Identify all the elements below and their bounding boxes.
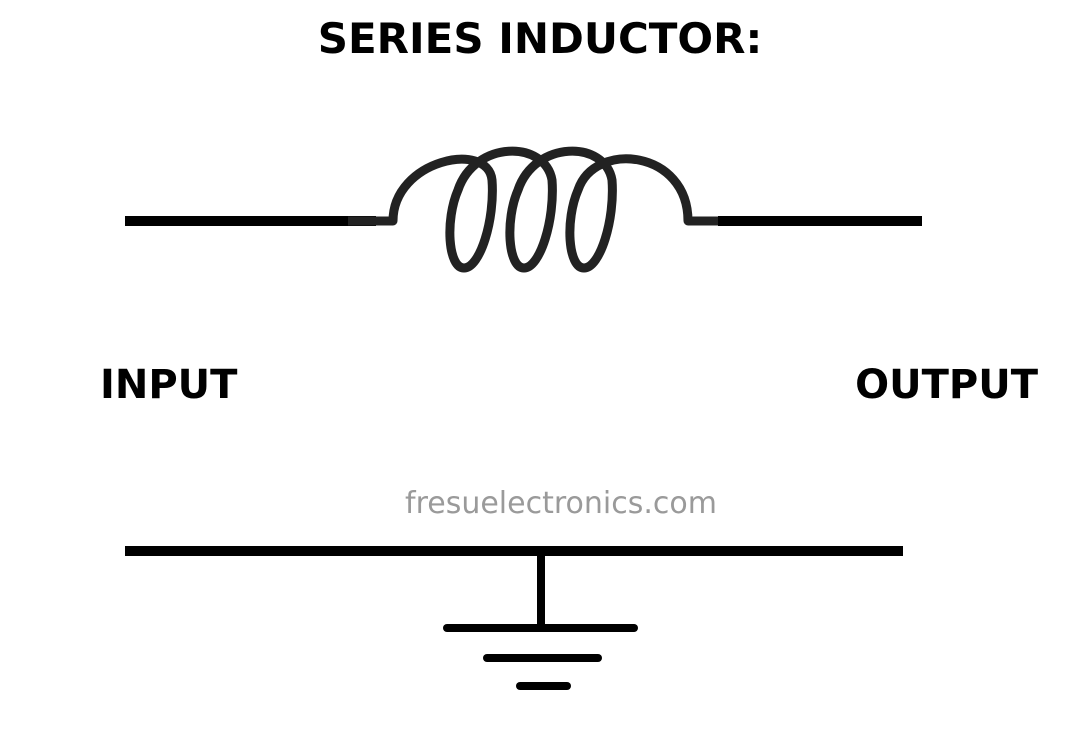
inductor-coil-icon xyxy=(348,146,720,273)
input-label: INPUT xyxy=(100,362,238,408)
watermark-text: fresuelectronics.com xyxy=(405,486,717,521)
ground-symbol-icon xyxy=(443,551,638,690)
output-label: OUTPUT xyxy=(855,362,1038,408)
diagram-title: SERIES INDUCTOR: xyxy=(317,14,763,63)
